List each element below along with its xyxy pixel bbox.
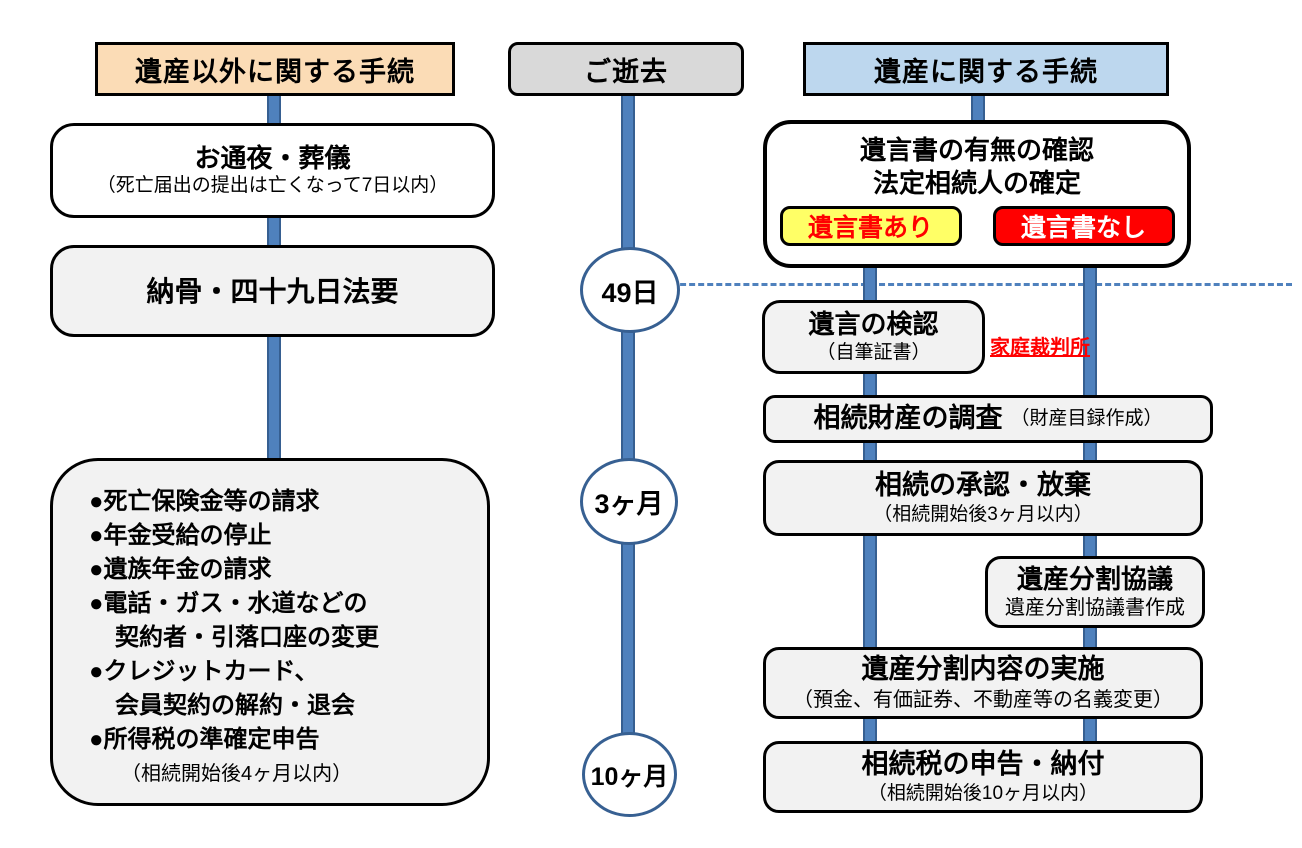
list-item-continuation: 契約者・引落口座の変更	[115, 624, 379, 651]
list-item-continuation: 会員契約の解約・退会	[115, 692, 355, 719]
box-interment-49day-service: 納骨・四十九日法要	[50, 245, 495, 337]
list-item: ●電話・ガス・水道などの	[89, 590, 368, 617]
box-title: 相続税の申告・納付	[861, 748, 1105, 779]
tag-will-exists: 遺言書あり	[779, 206, 962, 246]
box-estate-survey: 相続財産の調査 （財産目録作成）	[763, 395, 1213, 443]
box-title: お通夜・葬儀	[194, 142, 351, 173]
box-subtitle: （自筆証書）	[816, 341, 931, 363]
list-item-note: （相続開始後4ヶ月以内）	[121, 763, 353, 785]
box-misc-procedures-list: ●死亡保険金等の請求 ●年金受給の停止 ●遺族年金の請求 ●電話・ガス・水道など…	[50, 458, 490, 806]
box-title: 遺産分割内容の実施	[861, 654, 1105, 685]
milestone-3months: 3ヶ月	[580, 458, 678, 545]
box-title-line2: 法定相続人の確定	[872, 167, 1081, 198]
note-family-court: 家庭裁判所	[990, 337, 1090, 359]
box-will-probate: 遺言の検認 （自筆証書）	[762, 300, 985, 374]
milestone-10months: 10ヶ月	[582, 732, 677, 817]
will-branch-row: 遺言書あり 遺言書なし	[779, 206, 1175, 246]
dashed-49day-line	[662, 283, 1292, 286]
box-title: 納骨・四十九日法要	[146, 275, 399, 307]
box-subtitle: （相続開始後10ヶ月以内）	[867, 782, 1099, 804]
box-division-agreement: 遺産分割協議 遺産分割協議書作成	[985, 556, 1205, 628]
connector-right-header	[971, 95, 985, 125]
box-subtitle: （預金、有価証券、不動産等の名義変更）	[793, 688, 1173, 711]
list-item: ●死亡保険金等の請求	[89, 488, 320, 515]
list-item: ●遺族年金の請求	[89, 556, 272, 583]
box-title: 遺産分割協議	[1016, 563, 1173, 594]
list-item: ●年金受給の停止	[89, 522, 272, 549]
box-subtitle: （死亡届出の提出は亡くなって7日以内）	[96, 175, 449, 197]
header-estate-procedures: 遺産に関する手続	[803, 42, 1169, 96]
list-item: ●クレジットカード、	[89, 658, 319, 685]
list-item: ●所得税の準確定申告	[89, 726, 320, 753]
box-subtitle: （財産目録作成）	[1010, 407, 1163, 429]
box-title-line1: 遺言書の有無の確認	[859, 135, 1094, 165]
box-wake-funeral: お通夜・葬儀 （死亡届出の提出は亡くなって7日以内）	[50, 123, 495, 218]
box-title: 相続の承認・放棄	[875, 469, 1091, 500]
box-will-check-heirs: 遺言書の有無の確認 法定相続人の確定 遺言書あり 遺言書なし	[763, 120, 1191, 268]
box-title: 遺言の検認	[808, 309, 939, 340]
header-death: ご逝去	[508, 42, 744, 96]
box-subtitle: 遺産分割協議書作成	[1005, 597, 1185, 620]
box-inheritance-approval-renounce: 相続の承認・放棄 （相続開始後3ヶ月以内）	[763, 460, 1203, 536]
box-inheritance-tax-filing: 相続税の申告・納付 （相続開始後10ヶ月以内）	[763, 741, 1203, 813]
header-non-estate-procedures: 遺産以外に関する手続	[95, 42, 455, 96]
box-title: 相続財産の調査	[813, 403, 1003, 434]
connector-timeline	[621, 95, 635, 777]
box-division-execution: 遺産分割内容の実施 （預金、有価証券、不動産等の名義変更）	[763, 647, 1203, 719]
tag-will-none: 遺言書なし	[992, 206, 1175, 246]
milestone-49days: 49日	[580, 247, 680, 333]
box-subtitle: （相続開始後3ヶ月以内）	[873, 503, 1093, 525]
